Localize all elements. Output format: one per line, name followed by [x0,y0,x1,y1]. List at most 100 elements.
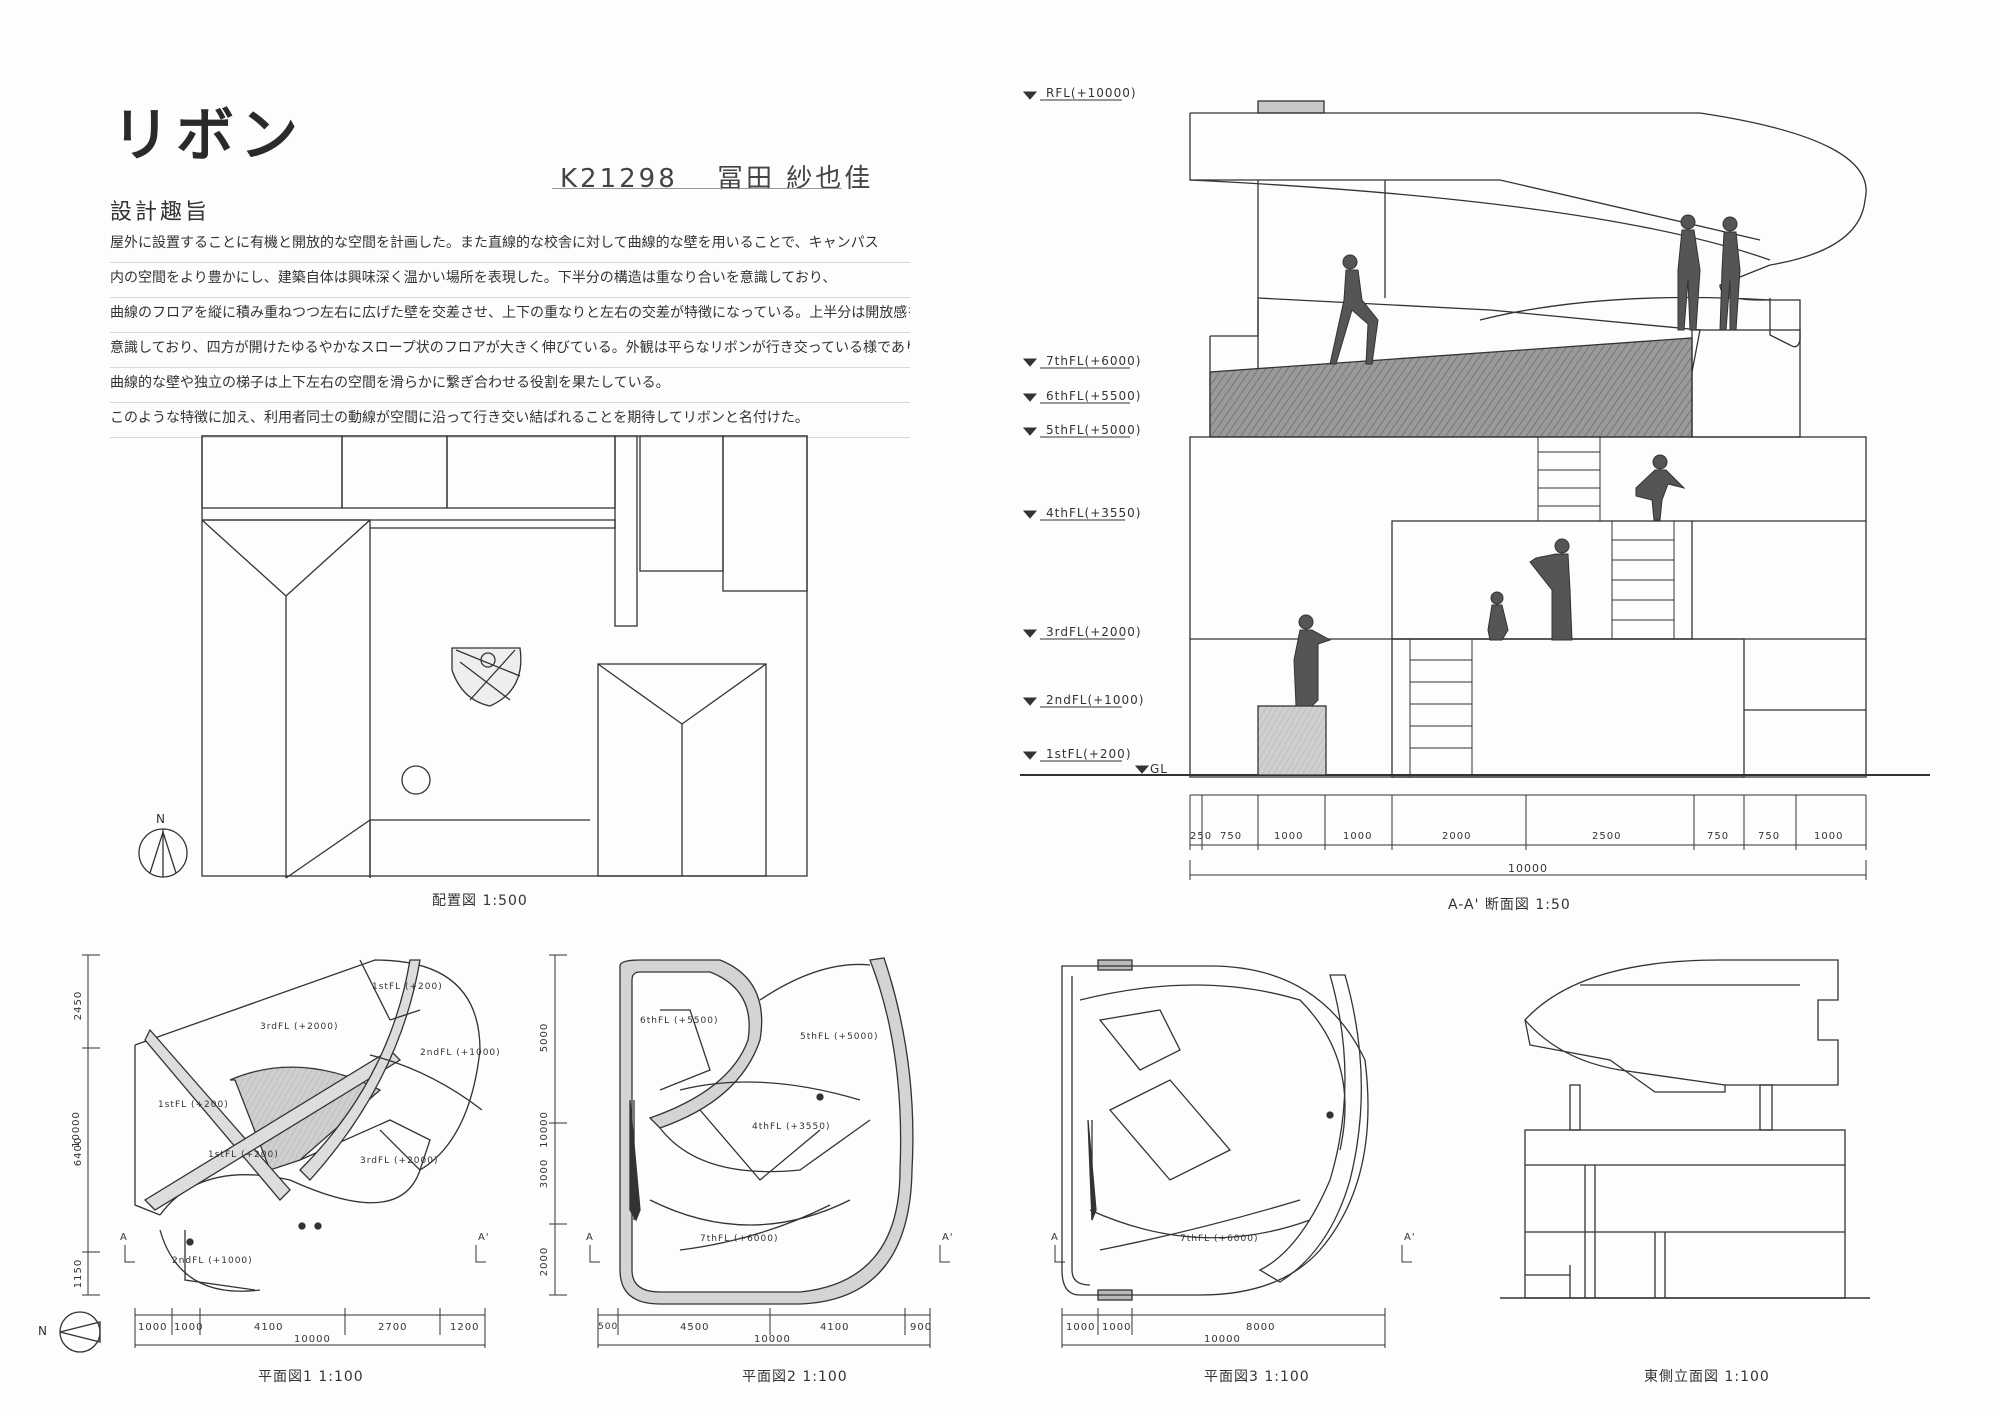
section-mark-label: A' [1404,1232,1416,1243]
dim-label: 1150 [73,1258,85,1289]
roof-ribbon [1189,112,1867,348]
plan-2 [549,954,950,1348]
level-marker-6 [1022,393,1130,404]
level-label-rfl: RFL(+10000) [1046,86,1137,100]
north-label: N [156,812,166,826]
plan3-skylight [1097,959,1133,971]
person-child [1487,591,1509,641]
project-title: リボン [112,101,305,169]
level-marker-2 [1022,697,1122,708]
dim-label: 1000 [174,1322,204,1333]
student-id: K21298 [560,164,678,194]
north-arrow-icon [138,828,188,878]
section-caption: A-A' 断面図 1:50 [1448,897,1571,913]
concept-line: 屋外に設置することに有機と開放的な空間を計画した。また直線的な校舎に対して曲線的… [110,228,910,263]
plan1-vdims [82,954,100,1296]
dim-label: 4500 [680,1322,710,1333]
level-markers [1022,91,1150,774]
person-standing [1677,214,1701,331]
dim-label: 2450 [73,990,85,1021]
plan2-ribbon-wall [619,957,914,1305]
plan2-section-mark-a [589,1245,600,1263]
level-marker-rfl [1022,91,1122,101]
concept-line: 内の空間をより豊かにし、建築自体は興味深く温かい場所を表現した。下半分の構造は重… [110,263,910,298]
elevation-roof [1524,959,1839,1093]
plan3-caption: 平面図3 1:100 [1204,1369,1310,1385]
person-standing [1719,216,1741,331]
level-marker-3 [1022,629,1125,640]
site-building [341,435,448,509]
site-building [201,435,343,509]
plan3-hdims [1061,1308,1386,1348]
ladder-lower [1409,638,1473,778]
room-label: 1stFL (+200) [208,1150,279,1160]
concept-line: 意識しており、四方が開けたゆるやかなスロープ状のフロアが大きく伸びている。外観は… [110,333,910,368]
dim-label: 2700 [378,1322,408,1333]
section-mark-label: A [120,1232,128,1243]
room-label: 5thFL (+5000) [800,1032,879,1042]
author-underline [552,188,842,189]
section-mark-label: A' [942,1232,954,1243]
dim-label: 1000 [1343,831,1373,842]
site-building [446,435,616,509]
plan2-vdims [549,954,567,1296]
dim-label: 750 [1758,831,1781,842]
plan2-section-mark-b [939,1245,950,1263]
dim-label: 1000 [1274,831,1304,842]
level-marker-gl [1134,765,1150,774]
plan2-hdims [597,1308,931,1348]
student-name: 冨田 紗也佳 [717,164,874,194]
section-mark-label: A' [478,1232,490,1243]
scale-figures [1293,214,1741,707]
level-marker-4 [1022,510,1125,521]
author-block: K21298 冨田 紗也佳 [560,158,901,195]
dim-label: 2000 [539,1246,551,1277]
east-elevation [1500,959,1870,1299]
level-marker-5 [1022,427,1130,438]
level-label-4: 4thFL(+3550) [1046,506,1142,520]
person-pointing [1529,538,1573,641]
upper-wall [1691,329,1801,438]
plan1-wall [299,959,421,1181]
level-label-1: 1stFL(+200) [1046,747,1132,761]
concept-line: このような特徴に加え、利用者同士の動線が空間に沿って行き交い結ばれることを期待し… [110,403,910,438]
concept-line: 曲線のフロアを縦に積み重ねつつ左右に広げた壁を交差させ、上下の重なりと左右の交差… [110,298,910,333]
dim-label: 3000 [539,1158,551,1189]
plan1-section-mark-b [475,1245,486,1263]
dim-label: 4100 [254,1322,284,1333]
room-label: 3rdFL (+2000) [260,1022,339,1032]
level-marker-7 [1022,358,1130,369]
level-label-7: 7thFL(+6000) [1046,354,1142,368]
dim-label: 5000 [539,1022,551,1053]
plan1-hdims [134,1308,486,1348]
level-marker-1 [1022,751,1122,762]
north-label: N [38,1324,48,1338]
plan1-section-mark-a [124,1245,135,1263]
elevation-body [1524,1129,1846,1299]
person-dancing [1635,454,1686,521]
dim-label: 1000 [1066,1322,1096,1333]
site-pavilion [451,647,522,707]
section-drawing [1020,91,1930,880]
concept-text: 屋外に設置することに有機と開放的な空間を計画した。また直線的な校舎に対して曲線的… [110,228,910,438]
room-label: 7thFL (+6000) [1180,1234,1259,1244]
dim-total: 10000 [1508,862,1548,875]
level-label-2: 2ndFL(+1000) [1046,693,1145,707]
dim-label: 750 [1707,831,1730,842]
dim-label: 8000 [1246,1322,1276,1333]
dim-label: 1000 [138,1322,168,1333]
ladder-middle [1611,520,1675,640]
dim-total: 10000 [538,1111,550,1148]
site-building [639,435,724,572]
plan-1 [59,954,486,1353]
north-arrow-small-icon [59,1311,101,1353]
site-tree [401,765,431,795]
level-label-3: 3rdFL(+2000) [1046,625,1142,639]
dim-label: 250 [1190,831,1213,842]
room-label: 6thFL (+5500) [640,1016,719,1026]
site-path [202,519,616,529]
person-walking [1329,254,1379,365]
plan1-wall [143,1049,402,1211]
